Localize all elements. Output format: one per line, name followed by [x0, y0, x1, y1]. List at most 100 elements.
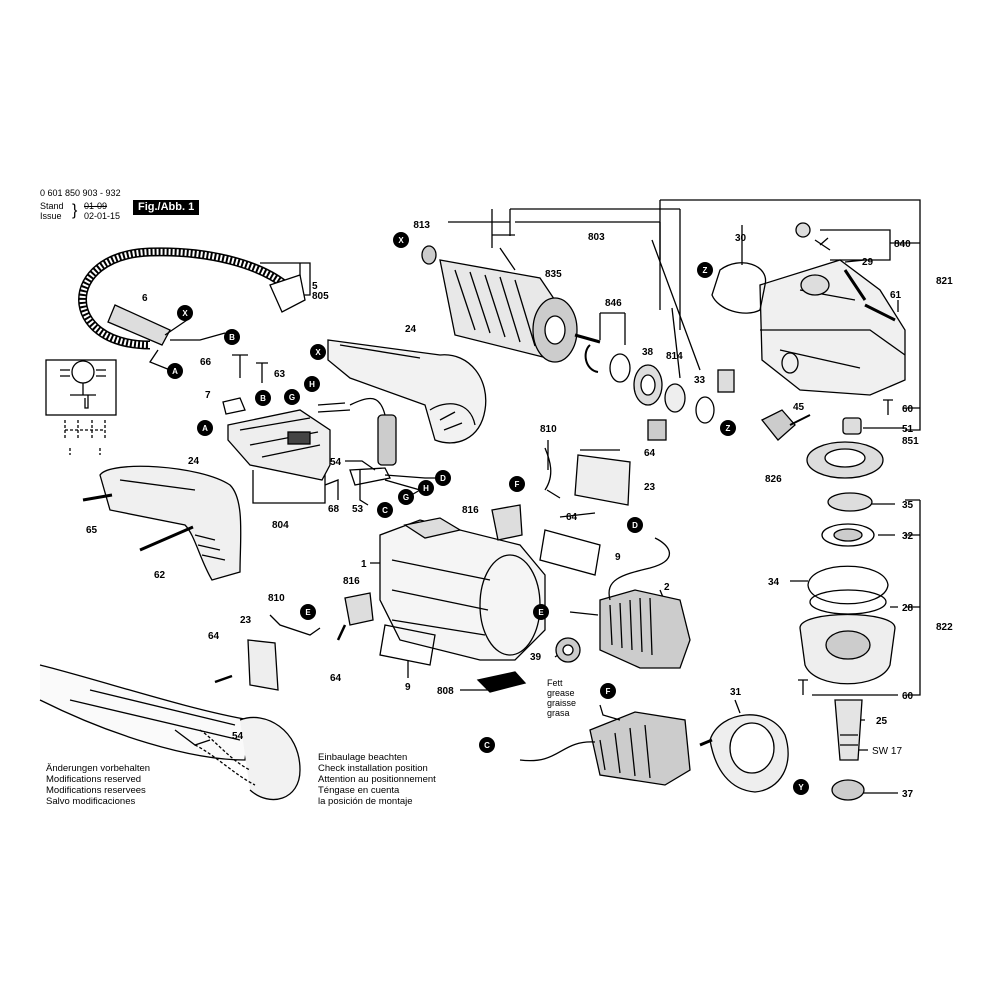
gear-housing-hole — [781, 352, 799, 374]
svg-text:Z: Z — [703, 266, 708, 275]
field-coil-2 — [599, 589, 691, 669]
screw-61 — [864, 303, 896, 322]
connector-E-1: E — [300, 604, 316, 620]
cable-sleeve-6 — [107, 304, 171, 346]
armature-shaft — [574, 333, 601, 344]
label-840: 840 — [894, 239, 911, 250]
label-32: 32 — [902, 531, 914, 542]
seal-32-inner — [833, 528, 863, 542]
handle-24-grip — [429, 403, 476, 431]
switch-body — [227, 409, 331, 481]
installation-view-lines — [69, 689, 241, 741]
pinion-shaft — [789, 414, 811, 426]
label-846: 846 — [605, 298, 622, 309]
capacitor-wires — [317, 397, 386, 416]
ring-814 — [664, 383, 686, 413]
brush-cover-23b — [247, 639, 279, 691]
brush-cover-23a — [574, 454, 631, 506]
grease-line: grasa — [547, 708, 570, 718]
pin-29 — [843, 269, 867, 301]
document-number: 0 601 850 903 - 932 — [40, 188, 121, 198]
field-coil-lower-laminations — [599, 724, 651, 779]
label-24-main: 24 — [188, 456, 200, 467]
label-35: 35 — [902, 500, 914, 511]
label-813: 813 — [413, 220, 430, 231]
label-6: 6 — [142, 293, 148, 304]
handle-24-main — [99, 465, 242, 581]
notes-left: Änderungen vorbehalten Modifications res… — [46, 763, 150, 807]
label-66: 66 — [200, 357, 212, 368]
svg-text:F: F — [515, 480, 520, 489]
label-65: 65 — [86, 525, 98, 536]
bearing-flange-hub — [825, 630, 871, 660]
connector-D-2: D — [627, 517, 643, 533]
fan-39-hub — [562, 644, 574, 656]
connector-X-1: X — [393, 232, 409, 248]
bracket-822 — [905, 499, 921, 696]
leader-31 — [734, 699, 741, 714]
svg-text:X: X — [182, 309, 188, 318]
label-63: 63 — [274, 369, 286, 380]
grease-line: Fett — [547, 678, 563, 688]
brush-wire-810a — [544, 447, 561, 499]
installation-view-head — [239, 716, 301, 801]
brush-wire-810b — [269, 614, 321, 636]
label-804: 804 — [272, 520, 289, 531]
svg-text:E: E — [538, 608, 544, 617]
nut-33 — [695, 396, 715, 424]
label-61: 61 — [890, 290, 902, 301]
label-64-left: 64 — [208, 631, 220, 642]
label-9-top: 9 — [615, 552, 621, 563]
label-810-bottom: 810 — [268, 593, 285, 604]
plug-body — [269, 274, 306, 313]
figure-title: Fig./Abb. 1 — [133, 200, 200, 215]
svg-text:D: D — [632, 521, 638, 530]
schematic-motor — [71, 360, 95, 384]
seal-32 — [821, 523, 875, 547]
connector-G-2: G — [398, 489, 414, 505]
spindle-25 — [834, 699, 863, 761]
note-line: Check installation position — [318, 763, 428, 774]
label-31: 31 — [730, 687, 742, 698]
note-line: Téngase en cuenta — [318, 785, 400, 796]
part-block — [647, 419, 667, 441]
connector-C-2: C — [479, 737, 495, 753]
installation-view-housing — [39, 664, 251, 761]
leader-68 — [324, 479, 339, 500]
label-9-bottom: 9 — [405, 682, 411, 693]
connector-Y-1: Y — [793, 779, 809, 795]
connector-C-1: C — [377, 502, 393, 518]
brush-holder-816b — [344, 592, 374, 626]
label-816-top: 816 — [462, 505, 479, 516]
label-54-top: 54 — [330, 457, 342, 468]
lower-coil-wire-F — [599, 704, 621, 721]
label-2: 2 — [664, 582, 670, 593]
field-wire-D — [608, 537, 671, 601]
vent-cover-9b — [379, 624, 436, 666]
connector-D-1: D — [435, 470, 451, 486]
note-line: Modifications reserved — [46, 774, 142, 785]
motor-housing-1 — [379, 519, 546, 661]
schematic-terminals — [64, 420, 106, 455]
label-39: 39 — [530, 652, 542, 663]
label-34: 34 — [768, 577, 780, 588]
guard-31-inner — [729, 722, 775, 774]
bracket-846 — [599, 312, 626, 345]
installation-view-detail — [174, 729, 211, 746]
bracket-804 — [252, 470, 326, 504]
connector-B-2: B — [255, 390, 271, 406]
label-28: 28 — [902, 603, 914, 614]
leader-53 — [359, 470, 369, 506]
grease-note: Fett grease graisse grasa — [547, 678, 576, 718]
screw-60-bottom — [798, 679, 808, 695]
bracket-821 — [659, 199, 921, 431]
svg-text:D: D — [440, 474, 446, 483]
spindle-lock-30 — [711, 262, 767, 314]
label-54-install: 54 — [232, 731, 244, 742]
circlip-846 — [584, 344, 599, 373]
handle-24-main-detail — [119, 479, 226, 561]
label-23-bottom: 23 — [240, 615, 252, 626]
bearing-813 — [421, 245, 437, 265]
screws-65-62 — [82, 493, 194, 552]
